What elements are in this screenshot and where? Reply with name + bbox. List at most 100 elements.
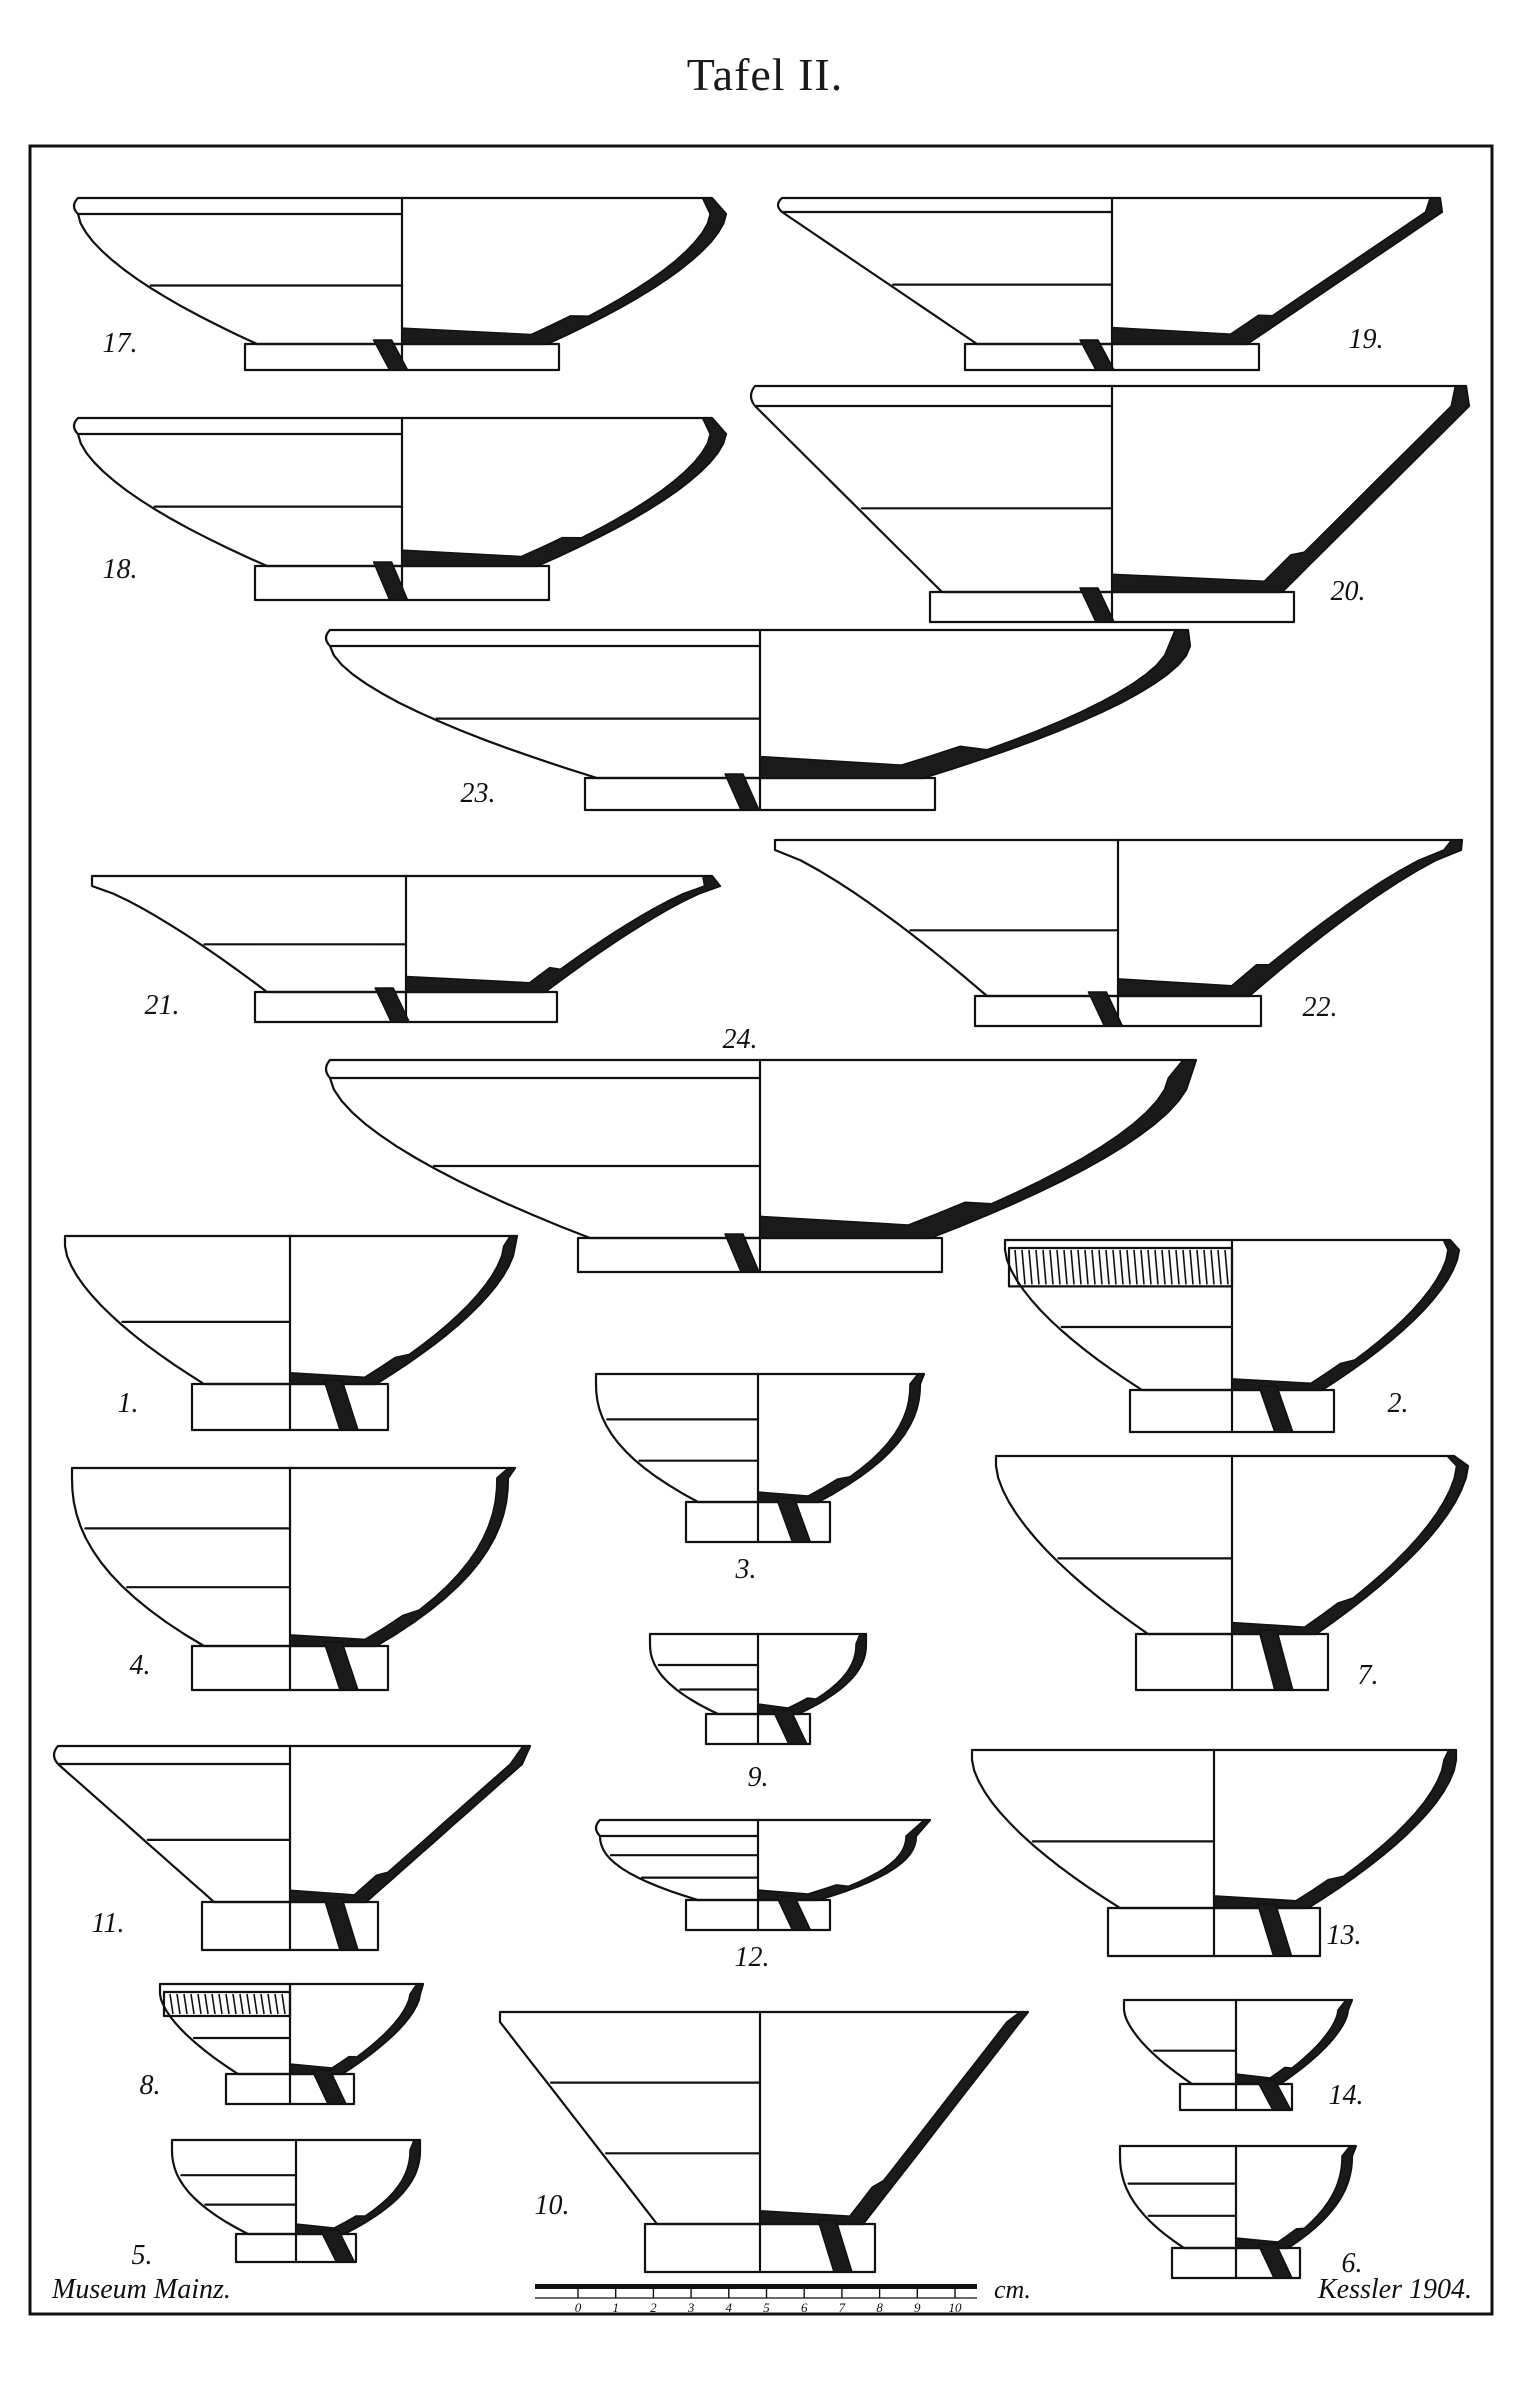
vessel-label: 9. (748, 1762, 769, 1793)
vessel-23-foot-section (724, 773, 760, 811)
hatch-line (1217, 1249, 1222, 1285)
vessel-label: 11. (92, 1908, 125, 1939)
vessel-9-section (757, 1633, 867, 1715)
hatch-line (176, 1993, 181, 2015)
vessel-10-right (758, 2010, 1030, 2226)
vessel-21-section (405, 875, 721, 993)
hatch-line (1189, 1249, 1194, 1285)
scale-tick-label: 1 (612, 2300, 619, 2315)
vessel-12-foot-section (775, 1895, 812, 1931)
hatch-line (1224, 1249, 1229, 1285)
hatch-line (267, 1993, 272, 2015)
vessel-1: 1. (63, 1234, 519, 1432)
vessel-11-section (289, 1745, 531, 1903)
hatch-line (232, 1993, 237, 2015)
vessel-4-foot-section (323, 1641, 359, 1691)
vessel-20: 20. (749, 384, 1471, 624)
vessel-13: 13. (970, 1748, 1458, 1958)
vessel-19-exterior (776, 196, 1114, 346)
vessel-12: 12. (594, 1818, 932, 1973)
scale-tick-label: 10 (949, 2300, 963, 2315)
vessel-23: 23. (324, 628, 1192, 812)
scale-tick-label: 0 (575, 2300, 582, 2315)
vessel-10-section (759, 2011, 1029, 2225)
hatch-line (274, 1993, 279, 2015)
vessel-24: 24. (324, 1024, 1198, 1274)
hatch-line (225, 1993, 230, 2015)
hatch-line (197, 1993, 202, 2015)
vessel-label: 5. (132, 2240, 153, 2271)
hatch-line (1196, 1249, 1201, 1285)
vessel-22-exterior (773, 838, 1120, 998)
vessel-13-exterior (970, 1748, 1216, 1910)
vessel-6-foot-section (1257, 2243, 1293, 2279)
vessel-18-foot-section (372, 561, 409, 601)
vessel-19: 19. (776, 196, 1444, 372)
vessel-8-exterior (158, 1982, 292, 2076)
vessel-3-exterior (594, 1372, 760, 1504)
vessel-23-exterior (324, 628, 762, 780)
vessel-21-foot-section (374, 987, 410, 1023)
vessel-9-exterior (648, 1632, 760, 1716)
hatch-line (253, 1993, 258, 2015)
vessel-10-foot-section (817, 2219, 853, 2273)
scale-tick-label: 7 (839, 2300, 846, 2315)
plate-title: Tafel II. (686, 49, 844, 100)
scale-tick-label: 3 (687, 2300, 695, 2315)
hatch-line (1091, 1249, 1096, 1285)
hatch-line (1161, 1249, 1166, 1285)
scale-tick-label: 4 (726, 2300, 733, 2315)
vessel-22-right (1116, 838, 1464, 998)
vessel-14: 14. (1122, 1998, 1364, 2112)
vessel-label: 10. (535, 2190, 570, 2221)
vessel-13-section (1213, 1749, 1457, 1909)
plate-frame (28, 144, 1494, 2316)
vessel-17-foot-section (372, 339, 409, 371)
hatch-line (1063, 1249, 1068, 1285)
vessel-label: 8. (140, 2070, 161, 2101)
hatch-line (1014, 1249, 1019, 1285)
vessel-label: 22. (1303, 992, 1338, 1023)
vessel-7-exterior (994, 1454, 1234, 1636)
scale-bar-line (535, 2284, 977, 2289)
hatch-line (1035, 1249, 1040, 1285)
vessel-label: 2. (1388, 1388, 1409, 1419)
vessel-8-decor-band (162, 1990, 292, 2018)
hatch-line (1140, 1249, 1145, 1285)
vessel-11-exterior (52, 1744, 292, 1904)
scale-tick-label: 8 (876, 2300, 883, 2315)
vessel-2-foot-section (1258, 1385, 1294, 1433)
vessel-4-exterior (70, 1466, 292, 1648)
hatch-line (1119, 1249, 1124, 1285)
vessel-2-section (1231, 1239, 1460, 1391)
hatch-line (1154, 1249, 1159, 1285)
vessel-label: 21. (145, 990, 180, 1021)
vessel-17-section (401, 197, 727, 345)
vessel-11-foot-section (323, 1897, 359, 1951)
vessel-8-section (289, 1983, 424, 2075)
hatch-line (1133, 1249, 1138, 1285)
hatch-line (1049, 1249, 1054, 1285)
vessel-20-section (1111, 385, 1470, 593)
vessel-14-exterior (1122, 1998, 1238, 2086)
vessel-22-section (1117, 839, 1463, 997)
vessel-label: 7. (1358, 1660, 1379, 1691)
vessel-24-exterior (324, 1058, 762, 1240)
vessel-label: 1. (118, 1388, 139, 1419)
vessel-4-section (289, 1467, 516, 1647)
hatch-line (1147, 1249, 1152, 1285)
vessel-11-right (288, 1744, 532, 1904)
hatch-line (1126, 1249, 1131, 1285)
vessel-label: 13. (1327, 1920, 1362, 1951)
scale-tick-label: 5 (763, 2300, 770, 2315)
credit-left: Museum Mainz. (51, 2274, 231, 2305)
vessel-label: 4. (130, 1650, 151, 1681)
hatch-line (183, 1993, 188, 2015)
vessel-24-foot-section (724, 1233, 760, 1273)
hatch-line (260, 1993, 265, 2015)
vessel-1-section (289, 1235, 518, 1385)
vessel-2: 2. (1003, 1238, 1461, 1434)
vessel-3-foot-section (775, 1497, 812, 1543)
